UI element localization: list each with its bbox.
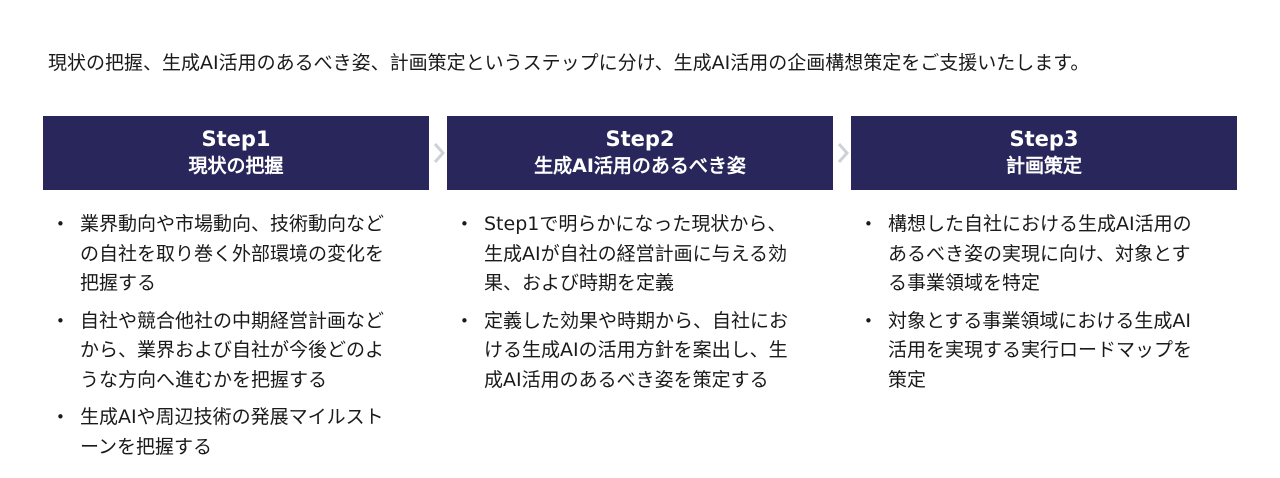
list-item: 生成AIや周辺技術の発展マイルストーンを把握する (50, 403, 400, 462)
step3-number: Step3 (1009, 127, 1079, 151)
step1-bullet-list: 業界動向や市場動向、技術動向などの自社を取り巻く外部環境の変化を把握する 自社や… (50, 210, 400, 470)
step1-number: Step1 (201, 127, 271, 151)
list-item: 対象とする事業領域における生成AI活用を実現する実行ロードマップを策定 (858, 307, 1208, 396)
chevron-right-icon (837, 143, 850, 163)
step2-number: Step2 (605, 127, 675, 151)
list-item: 定義した効果や時期から、自社における生成AIの活用方針を案出し、生成AI活用のあ… (454, 307, 804, 396)
list-item: 自社や競合他社の中期経営計画などから、業界および自社が今後どのような方向へ進むか… (50, 307, 400, 396)
step3-bullet-list: 構想した自社における生成AI活用のあるべき姿の実現に向け、対象とする事業領域を特… (858, 210, 1208, 403)
step1-title: 現状の把握 (188, 155, 284, 177)
list-item: Step1で明らかになった現状から、生成AIが自社の経営計画に与える効果、および… (454, 210, 804, 299)
step1-header: Step1 現状の把握 (43, 116, 429, 190)
list-item: 業界動向や市場動向、技術動向などの自社を取り巻く外部環境の変化を把握する (50, 210, 400, 299)
step2-title: 生成AI活用のあるべき姿 (534, 155, 746, 177)
chevron-right-icon (433, 143, 446, 163)
step2-bullet-list: Step1で明らかになった現状から、生成AIが自社の経営計画に与える効果、および… (454, 210, 804, 403)
intro-text: 現状の把握、生成AI活用のあるべき姿、計画策定というステップに分け、生成AI活用… (48, 52, 1090, 74)
step3-title: 計画策定 (1005, 155, 1082, 177)
list-item: 構想した自社における生成AI活用のあるべき姿の実現に向け、対象とする事業領域を特… (858, 210, 1208, 299)
step2-header: Step2 生成AI活用のあるべき姿 (447, 116, 833, 190)
step3-header: Step3 計画策定 (851, 116, 1237, 190)
